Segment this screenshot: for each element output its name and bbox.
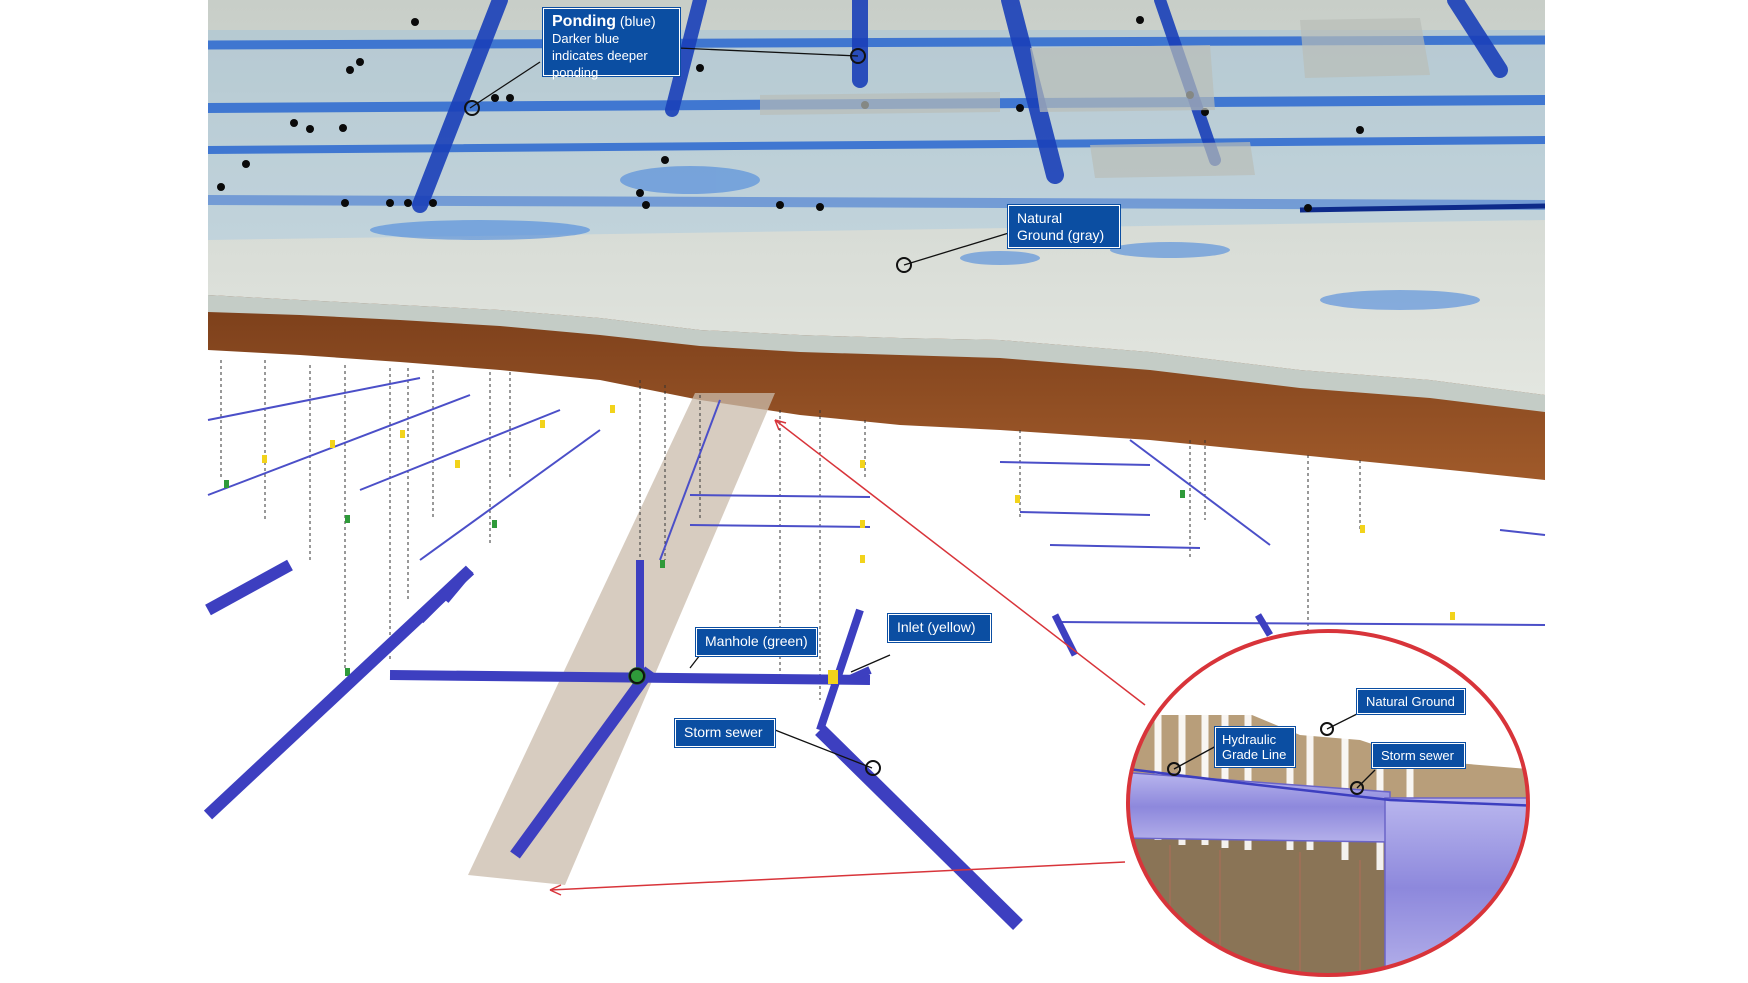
callout-inlet-label: Inlet (yellow): [897, 619, 976, 635]
callout-ponding-suffix: (blue): [619, 13, 656, 29]
callout-ponding-line2: deeper ponding: [552, 48, 648, 80]
callout-natural-ground-line2: (gray): [1067, 227, 1105, 243]
inlet-markers: [262, 405, 1455, 620]
callout-storm-sewer-inset-label: Storm sewer: [1381, 748, 1454, 763]
callout-natural-ground-line1: Natural Ground: [1017, 210, 1064, 243]
highlight-beam: [468, 393, 775, 885]
callout-storm-sewer-inset: Storm sewer: [1372, 743, 1465, 768]
callout-manhole-label: Manhole (green): [705, 633, 808, 649]
storm-sewer-trunks: [203, 559, 1274, 930]
circle-marker-icon: [464, 48, 1364, 795]
ponding-network: [208, 0, 1545, 310]
inset-ring: [1126, 629, 1530, 977]
callout-hgl-line1: Hydraulic: [1222, 732, 1277, 747]
inset-profile: [1126, 629, 1530, 977]
inset-large-pipe: [1384, 797, 1528, 975]
callout-ponding-line1: Darker blue indicates: [552, 31, 620, 63]
leader-lines: [469, 47, 1376, 789]
callout-natural-ground-inset-label: Natural Ground: [1366, 694, 1455, 709]
manhole-markers: [224, 480, 1185, 676]
callout-inlet: Inlet (yellow): [888, 614, 991, 642]
terrain-surface: [208, 0, 1545, 395]
inset-hgl-line: [1128, 766, 1528, 808]
callout-ponding: Ponding (blue) Darker blue indicates dee…: [543, 8, 680, 80]
soil-section: [208, 295, 1545, 480]
callout-natural-ground: Natural Ground (gray): [1008, 205, 1120, 248]
callout-hydraulic-grade-line: Hydraulic Grade Line: [1215, 727, 1295, 767]
callout-natural-ground-inset: Natural Ground: [1357, 689, 1465, 714]
callout-storm-sewer-label: Storm sewer: [684, 724, 763, 740]
lateral-pipes: [207, 377, 1546, 626]
callout-manhole: Manhole (green): [696, 628, 817, 656]
callout-hgl-line2: Grade Line: [1222, 747, 1287, 762]
red-arrow-icon: [549, 419, 1146, 896]
soil-layer: [208, 295, 1545, 480]
callout-ponding-title: Ponding: [552, 13, 616, 30]
callout-storm-sewer: Storm sewer: [675, 719, 775, 747]
inlet-node: [828, 670, 838, 684]
